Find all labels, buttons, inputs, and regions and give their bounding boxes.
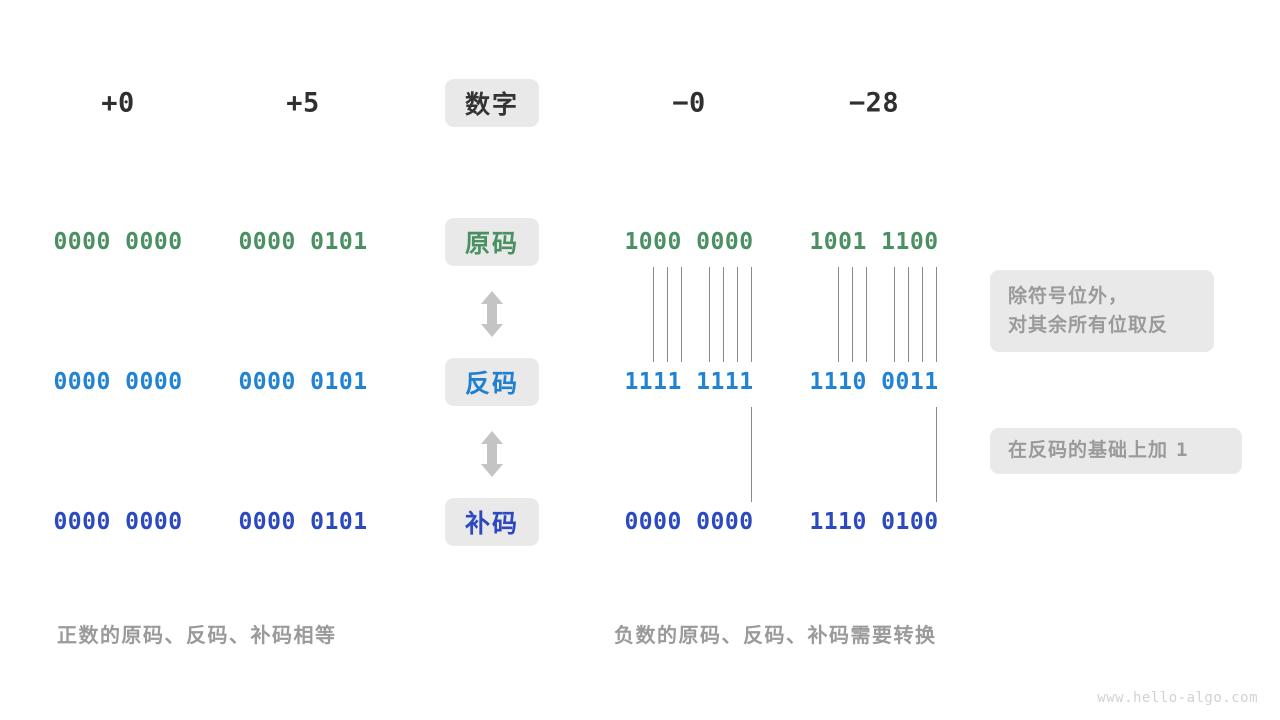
up-down-arrow-icon (479, 430, 505, 478)
note-add-one: 在反码的基础上加 1 (990, 428, 1242, 474)
row-label-twos-complement: 补码 (445, 498, 539, 546)
bit-connector-line (922, 267, 923, 362)
header-number-minus-twentyeight: −28 (848, 87, 900, 119)
bit-connector-line (894, 267, 895, 362)
bit-connector-line (751, 267, 752, 362)
twos-complement-value-plus-five: 0000 0101 (238, 509, 368, 535)
row-label-sign-magnitude: 原码 (445, 218, 539, 266)
bit-connector-line (908, 267, 909, 362)
caption-positive: 正数的原码、反码、补码相等 (57, 625, 337, 647)
header-number-plus-five: +5 (286, 87, 320, 119)
carry-connector-line (936, 407, 937, 502)
bit-connector-line (866, 267, 867, 362)
carry-connector-line (751, 407, 752, 502)
header-number-minus-zero: −0 (672, 87, 706, 119)
note-add-one-text: 在反码的基础上加 1 (1008, 436, 1224, 465)
ones-complement-value-minus-twentyeight: 1110 0011 (809, 369, 939, 395)
twos-complement-value-minus-twentyeight: 1110 0100 (809, 509, 939, 535)
note-invert-bits: 除符号位外， 对其余所有位取反 (990, 270, 1214, 352)
sign-magnitude-value-minus-twentyeight: 1001 1100 (809, 229, 939, 255)
sign-magnitude-value-plus-zero: 0000 0000 (53, 229, 183, 255)
twos-complement-value-minus-zero: 0000 0000 (624, 509, 754, 535)
bit-connector-line (737, 267, 738, 362)
bit-connector-line (681, 267, 682, 362)
bit-connector-line (936, 267, 937, 362)
ones-complement-value-plus-zero: 0000 0000 (53, 369, 183, 395)
header-number-plus-zero: +0 (101, 87, 135, 119)
note-add-one-prefix: 在反码的基础上加 (1008, 440, 1169, 462)
bit-connector-line (653, 267, 654, 362)
caption-negative: 负数的原码、反码、补码需要转换 (614, 625, 937, 647)
bit-connector-line (709, 267, 710, 362)
row-label-ones-complement: 反码 (445, 358, 539, 406)
bit-connector-line (852, 267, 853, 362)
bit-connector-line (667, 267, 668, 362)
row-label-number: 数字 (445, 79, 539, 127)
ones-complement-value-minus-zero: 1111 1111 (624, 369, 754, 395)
watermark: www.hello-algo.com (1097, 690, 1258, 706)
sign-magnitude-value-minus-zero: 1000 0000 (624, 229, 754, 255)
twos-complement-value-plus-zero: 0000 0000 (53, 509, 183, 535)
bit-connector-line (838, 267, 839, 362)
note-add-one-value: 1 (1176, 439, 1189, 462)
bit-connector-line (723, 267, 724, 362)
ones-complement-value-plus-five: 0000 0101 (238, 369, 368, 395)
note-invert-bits-line-2: 对其余所有位取反 (1008, 315, 1169, 336)
up-down-arrow-icon (479, 290, 505, 338)
note-invert-bits-line-1: 除符号位外， (1008, 285, 1129, 307)
sign-magnitude-value-plus-five: 0000 0101 (238, 229, 368, 255)
